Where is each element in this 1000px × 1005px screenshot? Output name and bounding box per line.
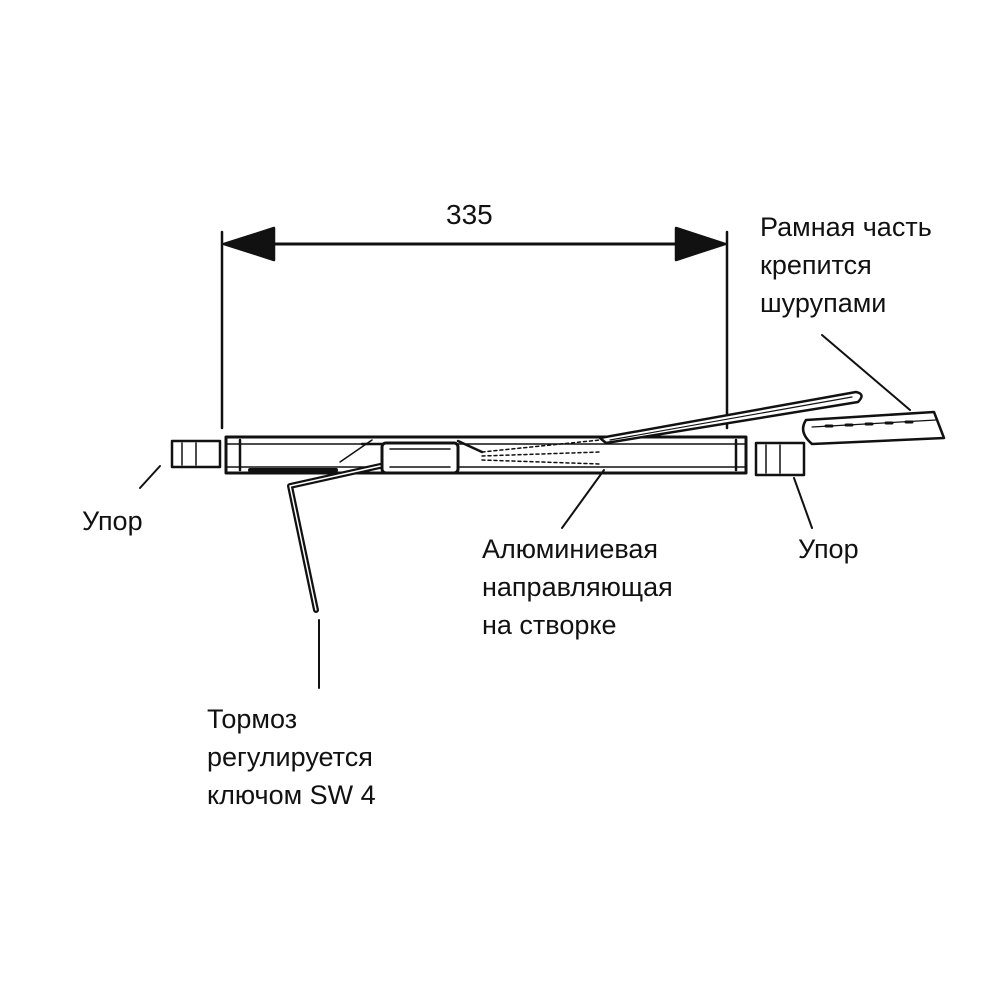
frame-arm: [598, 390, 863, 445]
aluminium-rail: [224, 435, 748, 475]
hex-key: [287, 463, 383, 613]
label-stop-left: Упор: [82, 506, 143, 536]
dimension-line: [220, 226, 729, 430]
label-stop-right: Упор: [798, 534, 859, 564]
brake-slider: [380, 441, 460, 475]
dimension-value: 335: [446, 199, 493, 230]
leader-lines: [139, 334, 911, 689]
label-frame-part-line2: крепится: [760, 250, 872, 280]
label-brake-line3: ключом SW 4: [207, 780, 376, 810]
left-stop: [170, 439, 222, 469]
label-frame-part-line3: шурупами: [760, 288, 887, 318]
label-brake-line2: регулируется: [207, 742, 373, 772]
label-aluminium-rail-line3: на створке: [482, 610, 617, 640]
label-aluminium-rail-line2: направляющая: [482, 572, 673, 602]
label-aluminium-rail-line1: Алюминиевая: [482, 534, 659, 564]
right-stop: [754, 441, 806, 477]
label-frame-part-line1: Рамная часть: [760, 212, 932, 242]
label-brake-line1: Тормоз: [207, 704, 298, 734]
frame-bracket: [801, 410, 946, 446]
